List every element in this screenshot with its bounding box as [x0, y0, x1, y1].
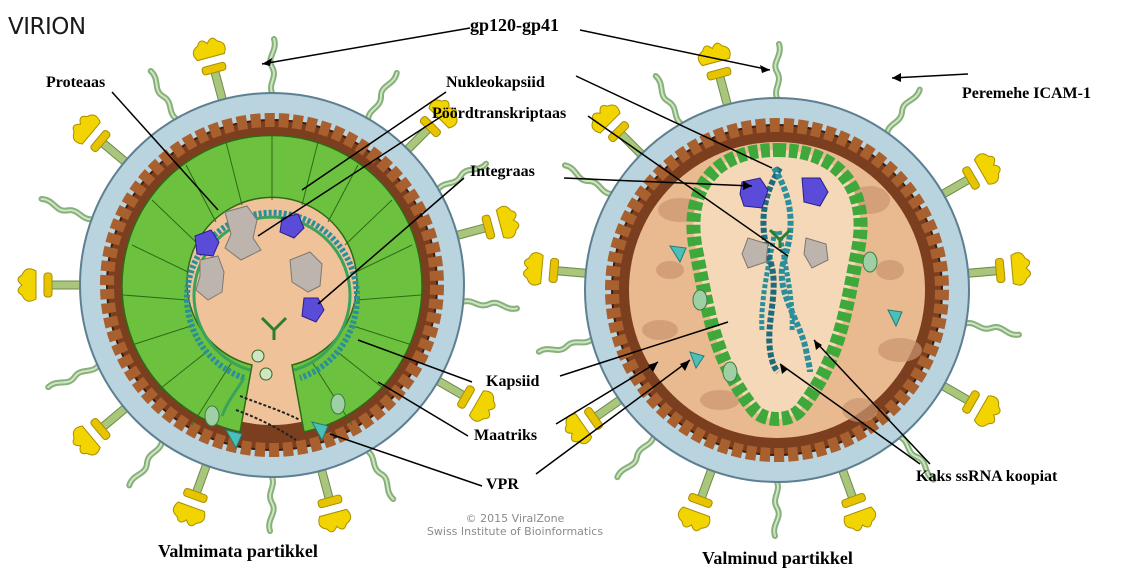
label-kapsiid: Kapsiid — [486, 374, 539, 390]
credit-line-1: © 2015 ViralZone — [400, 513, 630, 526]
label-proteaas: Proteaas — [46, 75, 105, 91]
label-maatriks: Maatriks — [474, 428, 537, 444]
label-poordtranskriptaas: Pöördtranskriptaas — [432, 106, 566, 122]
figure-title: VIRION — [8, 16, 86, 39]
credit-line-2: Swiss Institute of Bioinformatics — [400, 526, 630, 539]
label-gp120-gp41: gp120-gp41 — [470, 16, 559, 34]
credit: © 2015 ViralZone Swiss Institute of Bioi… — [400, 513, 630, 538]
label-kaks-ssrna-koopiat: Kaks ssRNA koopiat — [916, 469, 1057, 485]
caption-immature: Valmimata partikkel — [158, 542, 318, 560]
label-vpr: VPR — [486, 477, 519, 493]
label-nukleokapsiid: Nukleokapsiid — [446, 75, 545, 91]
mature-particle — [523, 40, 1032, 536]
caption-mature: Valminud partikkel — [702, 549, 853, 567]
label-integraas: Integraas — [470, 164, 535, 180]
label-peremehe-icam-1: Peremehe ICAM-1 — [962, 86, 1091, 102]
